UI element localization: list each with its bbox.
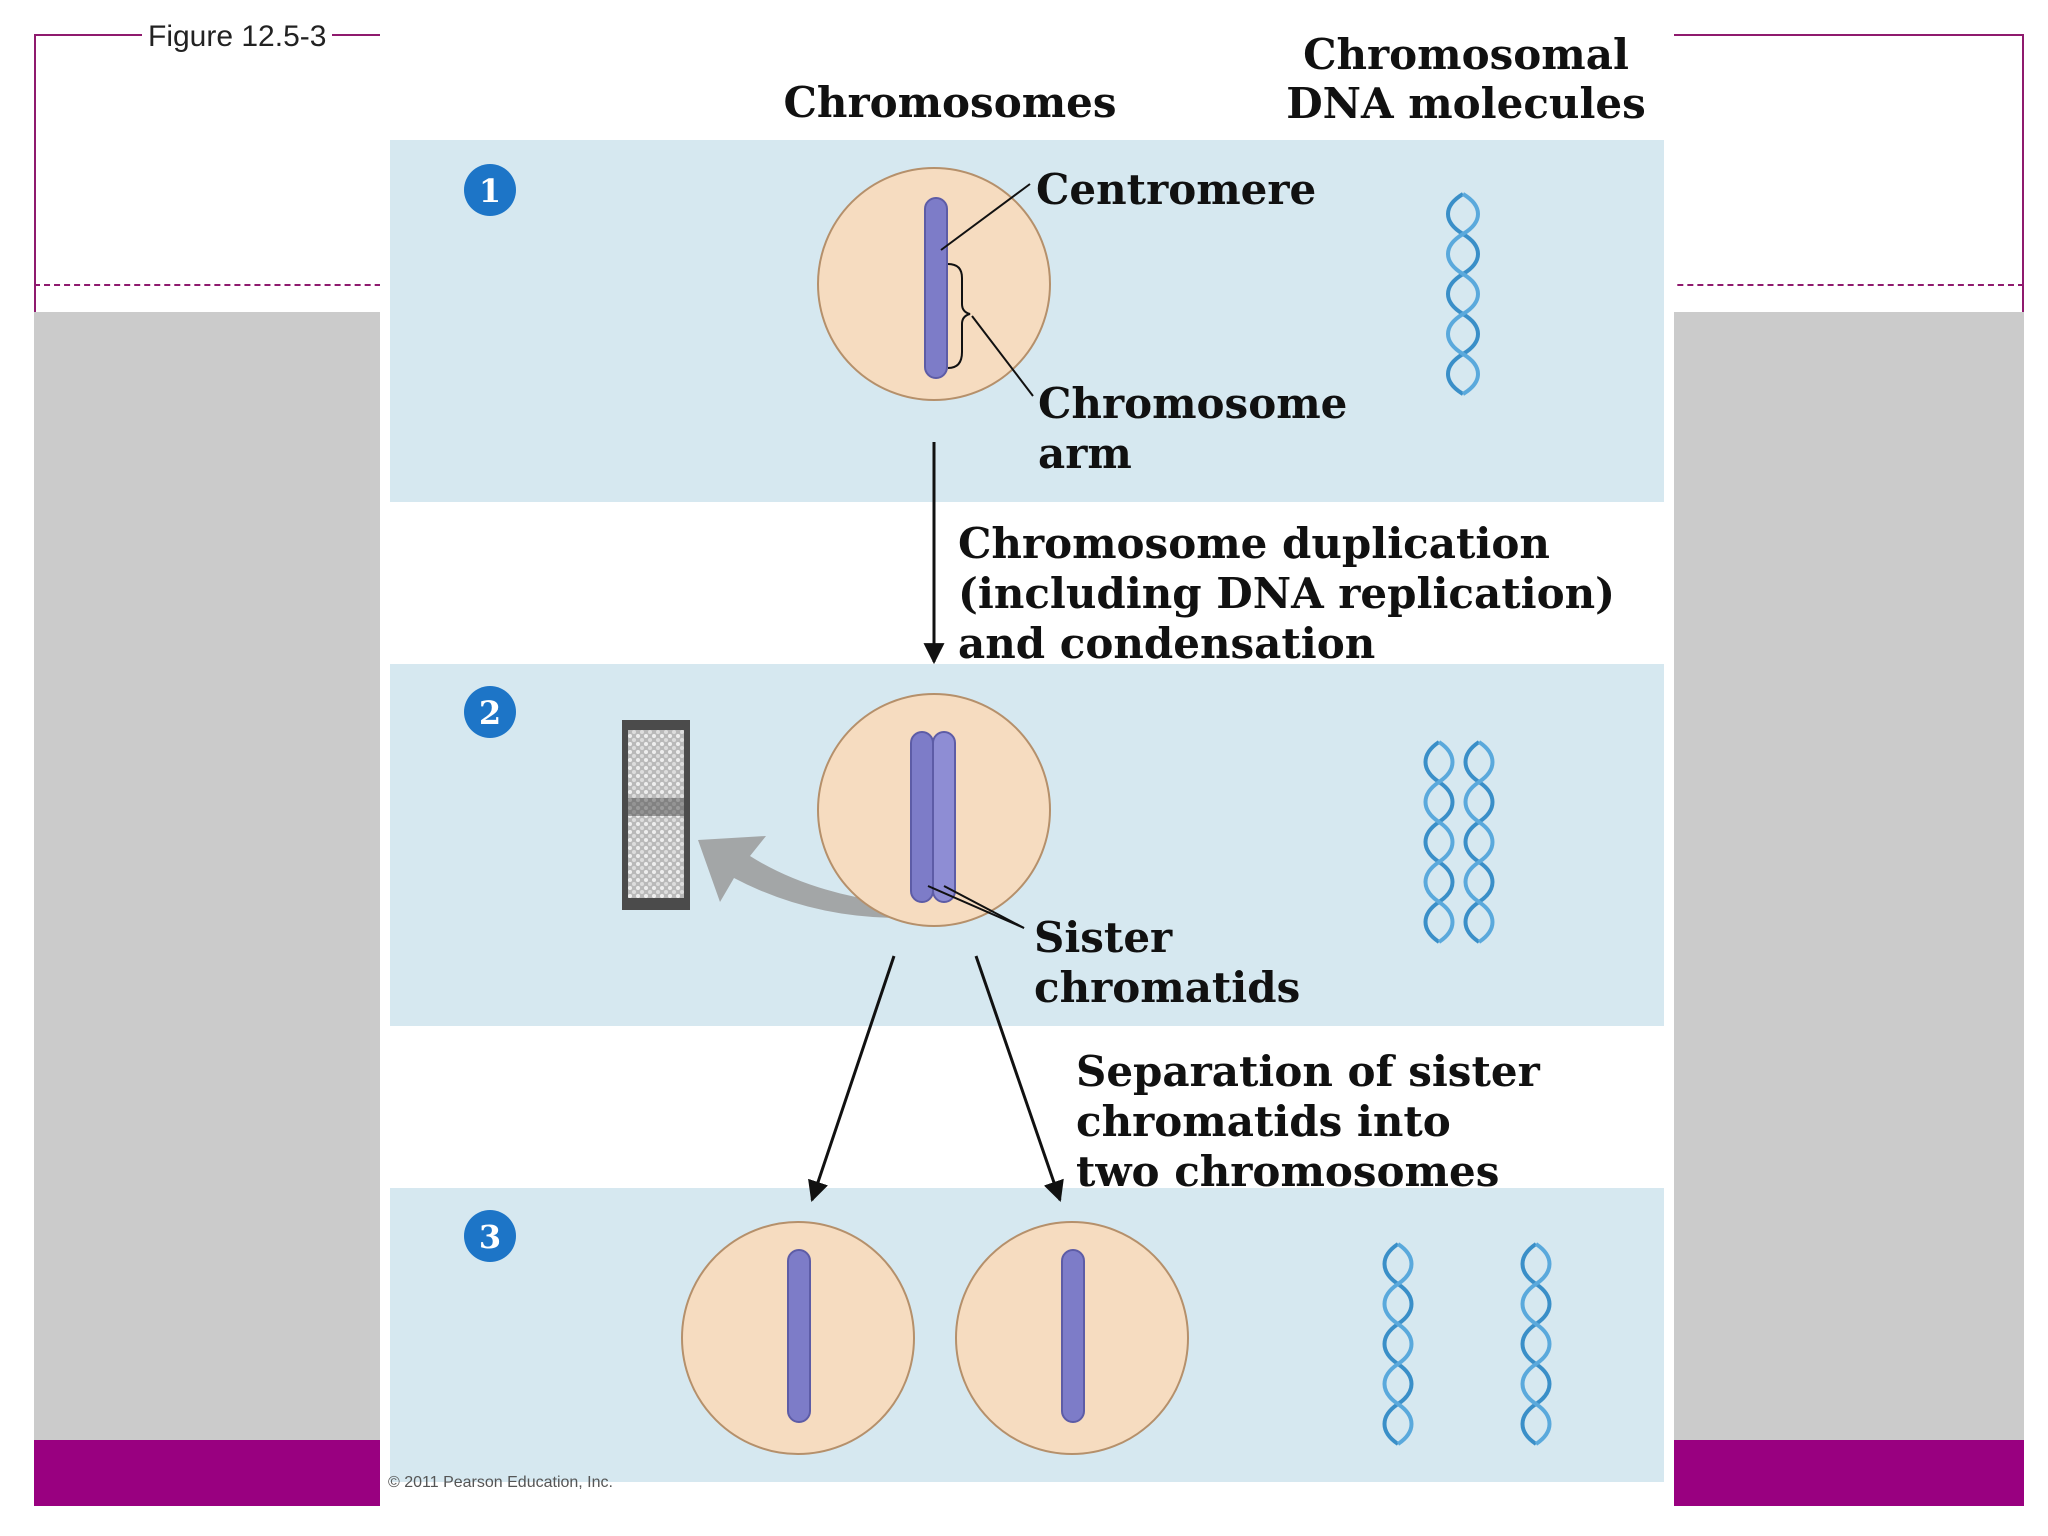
chromosome-duplication-diagram: Chromosomes Chromosomal DNA molecules 1 … [390,30,1664,1482]
centromere-label: Centromere [1036,165,1316,214]
sister-chromatid-pointer-2 [943,885,1025,929]
sister-chromatids-label-line2: chromatids [1034,963,1300,1012]
chromosomes-column-header: Chromosomes [783,78,1116,127]
step-3-number: 3 [479,1218,501,1256]
single-chromosome [924,197,948,379]
dna-column-header-line1: Chromosomal [1303,30,1629,79]
copyright-notice: © 2011 Pearson Education, Inc. [388,1474,613,1491]
chromosome-arm-brace [947,263,971,369]
daughter-chromosome-left [787,1249,811,1423]
dna-double-helix-step2b [1463,740,1495,944]
dna-double-helix-step2a [1423,740,1455,944]
dna-column-header-line2: DNA molecules [1286,79,1646,128]
dna-double-helix-step3b [1520,1242,1552,1446]
daughter-chromosome-right [1061,1249,1085,1423]
step-3-badge: 3 [464,1210,516,1262]
separation-label-line1: Separation of sister [1076,1047,1541,1096]
figure-label: Figure 12.5-3 [142,20,333,54]
sister-chromatids-label-line1: Sister [1034,913,1173,962]
duplication-label-line3: and condensation [958,619,1375,668]
chromosome-arm-pointer [971,315,1034,397]
sister-chromatid-pointer-1 [927,885,1025,929]
curved-pointer-arrow [698,836,900,918]
separation-arrow-left [808,955,896,1202]
micrograph-photo [622,720,690,910]
dna-double-helix-step1 [1446,192,1480,396]
separation-arrow-right [974,955,1064,1202]
step-2-badge: 2 [464,686,516,738]
figure-panel: Chromosomes Chromosomal DNA molecules 1 … [380,14,1674,1510]
step-1-badge: 1 [464,164,516,216]
dna-double-helix-step3a [1382,1242,1414,1446]
duplication-label-line2: (including DNA replication) [958,569,1615,618]
chromosome-arm-label-line1: Chromosome [1038,379,1347,428]
chromosome-arm-label-line2: arm [1038,429,1132,478]
step-2-number: 2 [479,694,501,732]
centromere-pointer [940,183,1031,251]
duplicated-chromosome [910,731,956,903]
separation-label-line3: two chromosomes [1076,1147,1499,1196]
step-1-number: 1 [479,172,501,210]
separation-label-line2: chromatids into [1076,1097,1451,1146]
duplication-label-line1: Chromosome duplication [958,519,1550,568]
